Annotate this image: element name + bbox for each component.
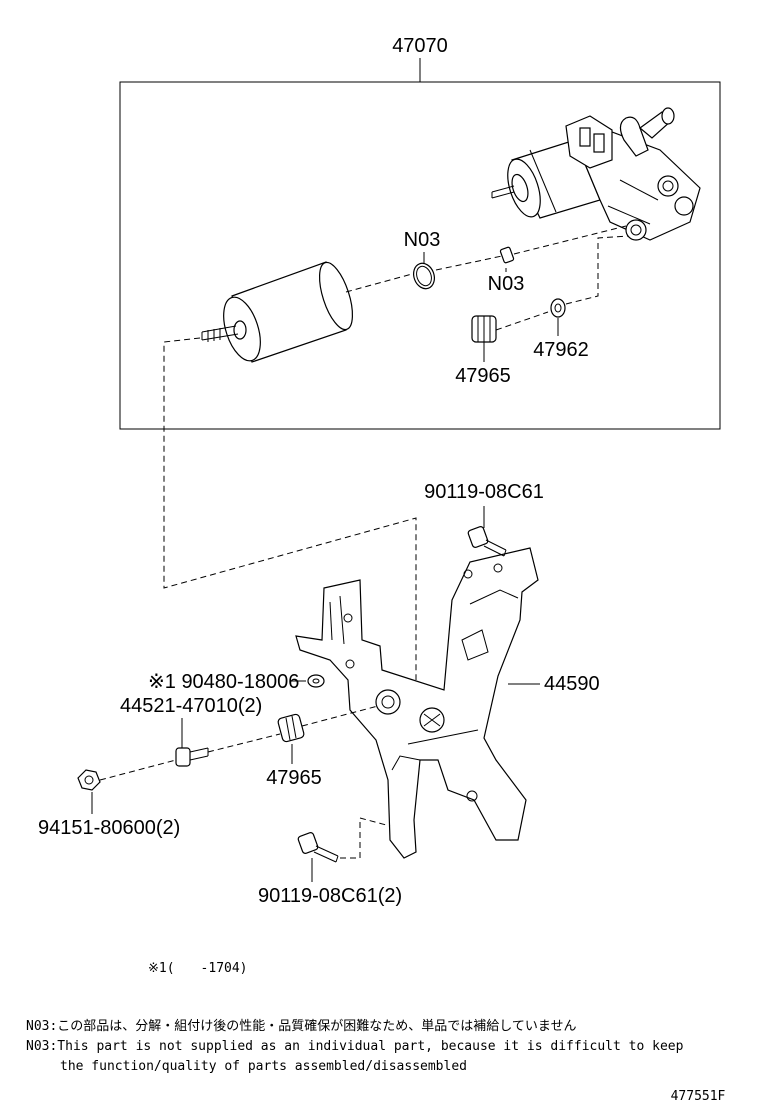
callout-n03-filter[interactable]: N03 bbox=[488, 273, 525, 295]
assembly-label[interactable]: 47070 bbox=[392, 35, 448, 57]
callout-47965-top[interactable]: 47965 bbox=[455, 365, 511, 387]
grommet-bottom-part bbox=[277, 713, 305, 743]
note-line-jp: N03:この部品は、分解・組付け後の性能・品質確保が困難なため、単品では補給して… bbox=[26, 1018, 577, 1034]
note-line-en-2: the function/quality of parts assembled/… bbox=[60, 1059, 467, 1074]
callout-90480[interactable]: ※1 90480-18006 bbox=[148, 671, 299, 693]
bolt-top-part bbox=[467, 526, 507, 557]
bracket-part bbox=[295, 547, 539, 859]
mount-dashed-line bbox=[163, 337, 417, 680]
figure-id: 477551F bbox=[671, 1089, 726, 1104]
bolt-44521-part bbox=[175, 747, 209, 767]
callout-47965-bottom[interactable]: 47965 bbox=[266, 767, 322, 789]
callout-44590[interactable]: 44590 bbox=[544, 673, 600, 695]
callout-90119-top[interactable]: 90119-08C61 bbox=[424, 481, 544, 503]
oring-part bbox=[413, 262, 435, 290]
callout-44521[interactable]: 44521-47010(2) bbox=[120, 695, 262, 717]
washer-part bbox=[550, 298, 566, 318]
accumulator-cylinder bbox=[201, 261, 354, 363]
washer-90480-part bbox=[307, 674, 325, 688]
filter-part bbox=[499, 246, 515, 264]
assembly-box bbox=[119, 81, 721, 430]
pump-motor-assembly bbox=[491, 107, 701, 241]
callout-90119-bottom[interactable]: 90119-08C61(2) bbox=[258, 885, 402, 907]
nut-94151-part bbox=[77, 769, 101, 791]
bolt-bottom-part bbox=[297, 832, 339, 863]
callout-n03-oring[interactable]: N03 bbox=[404, 229, 441, 251]
note-line-en-1: N03:This part is not supplied as an indi… bbox=[26, 1039, 684, 1054]
callout-47962[interactable]: 47962 bbox=[533, 339, 589, 361]
callout-94151[interactable]: 94151-80600(2) bbox=[38, 817, 180, 839]
grommet-top-part bbox=[471, 315, 497, 343]
footnote-mark: ※1( -1704) bbox=[148, 961, 248, 976]
